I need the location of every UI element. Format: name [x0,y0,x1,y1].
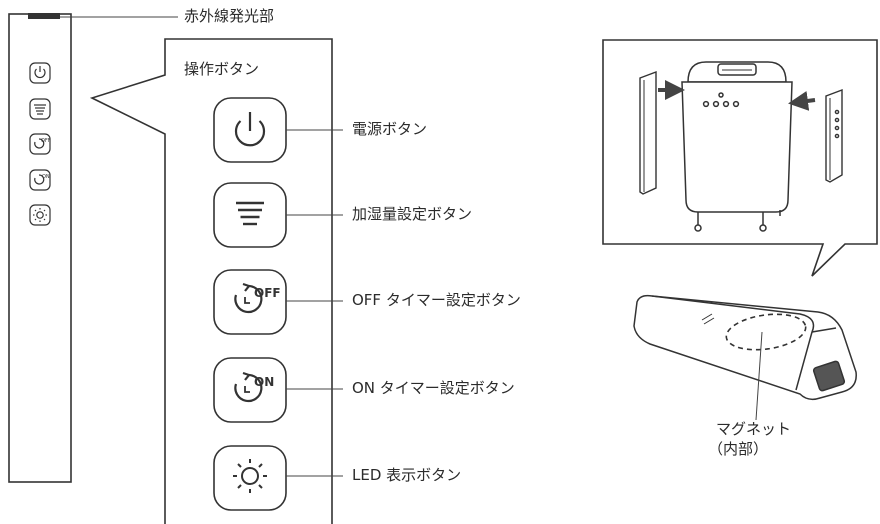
svg-text:OFF: OFF [41,138,51,144]
on-timer-button-label: ON タイマー設定ボタン [352,379,515,397]
svg-text:ON: ON [42,174,50,180]
off-timer-button[interactable]: OFF [213,269,287,335]
power-icon [234,112,266,147]
led-button[interactable] [213,445,287,511]
remote-stick-right [825,88,843,183]
svg-text:ON: ON [254,375,274,389]
led-sun-icon [233,459,267,493]
operation-buttons-heading: 操作ボタン [184,60,260,78]
ir-emitter [28,13,60,19]
magnet-area [725,313,807,351]
led-button-label: LED 表示ボタン [352,466,462,484]
magnet-label: マグネット [716,420,792,438]
svg-text:OFF: OFF [254,286,281,300]
remote-stick-left [639,70,657,195]
humidify-level-icon [236,201,264,226]
strip-button-on-timer[interactable]: ON [29,169,51,191]
strip-button-humidify[interactable] [29,98,51,120]
off-timer-button-label: OFF タイマー設定ボタン [352,291,521,309]
on-timer-icon: ON [234,371,274,403]
remote-strip [8,13,72,483]
remote-magnet-illustration [633,294,857,421]
strip-button-off-timer[interactable]: OFF [29,133,51,155]
zoom-callout-frame [89,38,333,524]
humidifier-illustration [681,61,793,232]
strip-button-led[interactable] [29,204,51,226]
humidify-button-label: 加湿量設定ボタン [352,205,473,223]
on-timer-button[interactable]: ON [213,357,287,423]
magnet-sublabel: （内部） [708,440,769,458]
arrow-right [788,91,816,111]
ir-emitter-label: 赤外線発光部 [184,7,275,25]
power-button-label: 電源ボタン [352,120,428,138]
off-timer-icon: OFF [234,282,281,314]
strip-button-power[interactable] [29,62,51,84]
